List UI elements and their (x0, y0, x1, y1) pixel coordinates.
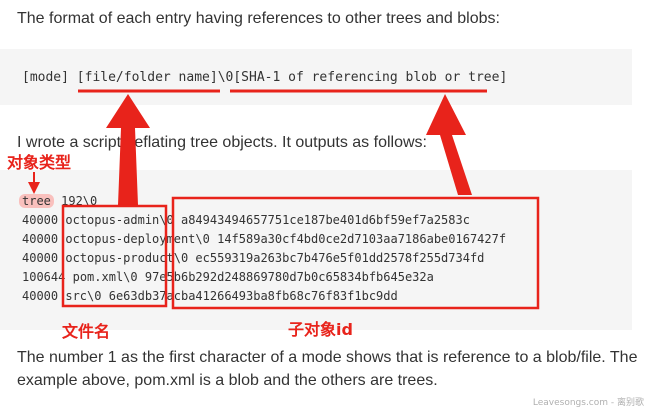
entry-sha: 14f589a30cf4bd0ce2d7103aa7186abe0167427f (217, 232, 507, 246)
file-name-box (61, 204, 168, 308)
entry-mode: 100644 (22, 270, 66, 284)
entry-separator: \0 (173, 251, 196, 265)
sha-arrow (426, 94, 472, 195)
closing-paragraph-line-2: example above, pom.xml is a blob and the… (17, 372, 438, 389)
file-name-annotation: 文件名 (62, 322, 111, 341)
tree-entry-row: 40000 octopus-admin\0 a84943494657751ce1… (22, 213, 470, 227)
entry-mode: 40000 (22, 251, 59, 265)
watermark: Leavesongs.com - 离别歌 (532, 398, 644, 408)
entry-separator: \0 (195, 232, 218, 246)
tree-header-line: tree 192\0 (19, 194, 98, 208)
tree-entry-row: 40000 octopus-deployment\0 14f589a30cf4b… (22, 232, 506, 246)
closing-paragraph-line-1: The number 1 as the first character of a… (17, 349, 638, 366)
entry-name: octopus-admin (65, 213, 160, 227)
entry-name: octopus-product (65, 251, 174, 265)
tree-size: 192\0 (53, 194, 98, 208)
tree-output-block (0, 170, 632, 330)
child-id-annotation: 子对象id (288, 320, 353, 339)
name-arrow (106, 94, 150, 205)
entry-mode: 40000 (22, 213, 59, 227)
tree-entry-row: 40000 src\0 6e63db37acba41266493ba8fb68c… (22, 289, 398, 303)
entry-sha: ec559319a263bc7b476e5f01dd2578f255d734fd (195, 251, 485, 265)
tree-entry-row: 40000 octopus-product\0 ec559319a263bc7b… (22, 251, 484, 265)
format-line: [mode] [file/folder name]\0[SHA-1 of ref… (22, 70, 507, 85)
format-mode: [mode] (22, 70, 69, 85)
entry-name: pom.xml (72, 270, 124, 284)
intro-paragraph: The format of each entry having referenc… (17, 10, 500, 27)
format-separator: \0 (217, 70, 234, 85)
format-sha: [SHA-1 of referencing blob or tree] (233, 70, 508, 85)
entry-name: octopus-deployment (65, 232, 196, 246)
format-name: [file/folder name] (76, 70, 218, 85)
entry-mode: 40000 (22, 289, 59, 303)
entry-mode: 40000 (22, 232, 59, 246)
tree-type: tree (19, 194, 54, 208)
tree-entry-row: 100644 pom.xml\0 97e5b6b292d248869780d7b… (22, 270, 434, 284)
entry-sha: a84943494657751ce187be401d6bf59ef7a2583c (180, 213, 470, 227)
format-code-block (0, 49, 632, 105)
entry-name: src (65, 289, 88, 303)
entry-sha: 97e5b6b292d248869780d7b0c65834bfb645e32a (144, 270, 434, 284)
object-type-annotation: 对象类型 (7, 153, 72, 172)
entry-sha: 6e63db37acba41266493ba8fb68c76f83f1bc9dd (108, 289, 398, 303)
script-paragraph: I wrote a script deflating tree objects.… (17, 134, 427, 151)
child-id-box (171, 196, 540, 310)
entry-separator: \0 (87, 289, 109, 303)
entry-separator: \0 (123, 270, 145, 284)
